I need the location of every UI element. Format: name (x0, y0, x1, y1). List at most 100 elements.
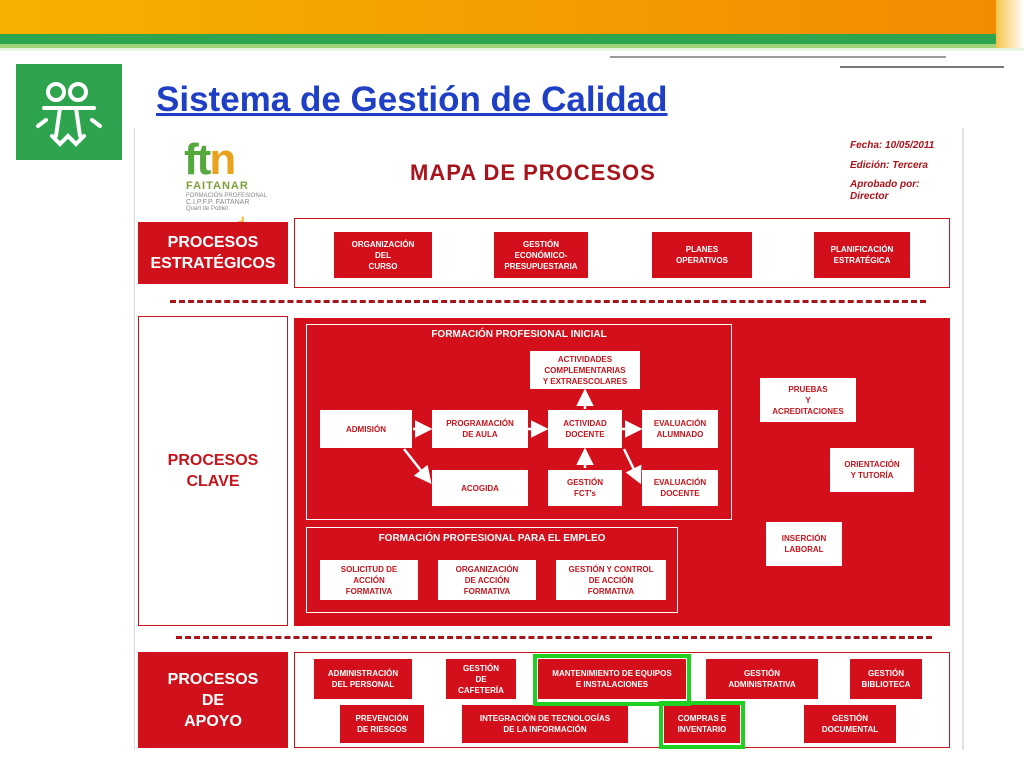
box-line: FORMATIVA (463, 586, 511, 596)
box-line: ALUMNADO (656, 430, 704, 439)
brand-line: FORMACIÓN PROFESIONAL (186, 193, 268, 199)
brand-logo-n: n (209, 135, 236, 184)
meta-aprobado-por: Director (850, 191, 889, 202)
box-line: MANTENIMIENTO DE EQUIPOS (552, 669, 672, 678)
section-divider (170, 300, 926, 303)
section-apoyo-label: PROCESOS DE APOYO (138, 652, 288, 748)
box-line: GESTIÓN Y CONTROL (568, 564, 654, 574)
box-line: PROGRAMACIÓN (446, 419, 514, 428)
box-line: ORGANIZACIÓN (351, 239, 415, 249)
box-line: GESTIÓN (867, 669, 904, 678)
box-line: DEL (374, 250, 391, 260)
box-line: PLANES (685, 245, 719, 254)
box-line: ECONÓMICO- (514, 250, 568, 260)
box-line: DE RIESGOS (357, 725, 407, 734)
process-box: GESTIÓN ADMINISTRATIVA (706, 659, 818, 699)
box-line: FCT's (574, 489, 596, 498)
box-line: Y (805, 395, 811, 405)
section-label-line: DE (201, 691, 225, 709)
box-line: ACCIÓN (353, 575, 385, 585)
section-label-line: PROCESOS (167, 234, 259, 251)
section-divider (176, 636, 932, 639)
box-line: CURSO (368, 261, 398, 271)
box-line: GESTIÓN (743, 669, 780, 678)
subsection-fpe (306, 527, 678, 613)
box-line: COMPRAS E (677, 714, 727, 723)
header-banner-green (0, 34, 1024, 44)
box-line: PLANIFICACIÓN (830, 245, 894, 254)
section-estrategicos-label: PROCESOS ESTRATÉGICOS (138, 222, 288, 284)
decorative-line (610, 56, 946, 58)
box-line: LABORAL (784, 545, 824, 554)
box-line: DOCENTE (660, 489, 700, 498)
box-line: PREVENCIÓN (355, 714, 409, 723)
organization-logo-icon (16, 64, 122, 160)
box-line: INTEGRACIÓN DE TECNOLOGÍAS (479, 714, 611, 723)
box-line: COMPLEMENTARIAS (544, 365, 626, 375)
meta-edicion: Edición: Tercera (850, 160, 928, 171)
box-line: DE AULA (462, 430, 498, 439)
box-line: DE LA INFORMACIÓN (503, 725, 587, 734)
subsection-fpi-title: FORMACIÓN PROFESIONAL INICIAL (431, 329, 607, 340)
section-label-line: CLAVE (186, 473, 240, 490)
box-line: ORGANIZACIÓN (455, 564, 519, 574)
process-box: EVALUACIÓN DOCENTE (642, 470, 718, 506)
box-line: DOCUMENTAL (821, 725, 879, 734)
page-title: Sistema de Gestión de Calidad (156, 80, 668, 119)
brand-line: Quart de Poblet (186, 206, 229, 212)
section-label-line: PROCESOS (167, 670, 259, 688)
box-line: CAFETERÍA (458, 685, 504, 695)
box-line: EVALUACIÓN (653, 419, 707, 428)
box-line: ADMINISTRATIVA (728, 680, 796, 689)
process-box: ACOGIDA (432, 470, 528, 506)
process-box: ADMISIÓN (320, 410, 412, 448)
section-label-line: ESTRATÉGICOS (150, 255, 276, 272)
box-line: FORMATIVA (587, 586, 635, 596)
process-box: GESTIÓN FCT's (548, 470, 622, 506)
highlight-frame (533, 654, 691, 706)
subsection-fpe-title: FORMACIÓN PROFESIONAL PARA EL EMPLEO (378, 533, 606, 544)
box-line: Y EXTRAESCOLARES (542, 376, 628, 386)
subsection-fpi (306, 324, 732, 520)
box-line: Y TUTORÍA (850, 471, 894, 480)
highlight-frame (659, 701, 745, 749)
box-line: ACREDITACIONES (772, 406, 844, 416)
box-line: PRUEBAS (788, 384, 828, 394)
box-line: ACTIVIDADES (557, 354, 613, 364)
box-line: FORMATIVA (345, 586, 393, 596)
header-banner-orange (0, 0, 1024, 34)
process-box: INTEGRACIÓN DE TECNOLOGÍAS DE LA INFORMAC… (462, 705, 628, 743)
process-box: PROGRAMACIÓN DE AULA (432, 410, 528, 448)
brand-logo-ftn: ftn (184, 135, 236, 184)
box-line: DE (475, 674, 487, 684)
box-line: DEL PERSONAL (331, 680, 395, 689)
process-box: EVALUACIÓN ALUMNADO (642, 410, 718, 448)
box-line: GESTIÓN (522, 239, 559, 249)
box-line: ADMINISTRACIÓN (327, 669, 399, 678)
section-label-line: PROCESOS (167, 452, 259, 469)
box-line: GESTIÓN (566, 478, 603, 487)
box-line: PRESUPUESTARIA (504, 261, 578, 271)
meta-aprobado: Aprobado por: (850, 179, 920, 190)
box-line: DOCENTE (565, 430, 605, 439)
section-label-line: APOYO (184, 712, 242, 730)
brand-line: C.I.P.F.P. FAITANAR (186, 199, 250, 206)
section-clave-label: PROCESOS CLAVE (138, 316, 288, 626)
meta-fecha: Fecha: 10/05/2011 (850, 140, 935, 151)
process-box: PREVENCIÓN DE RIESGOS (340, 705, 424, 743)
box-line: EVALUACIÓN (653, 478, 707, 487)
box-line: SOLICITUD DE (340, 564, 398, 574)
